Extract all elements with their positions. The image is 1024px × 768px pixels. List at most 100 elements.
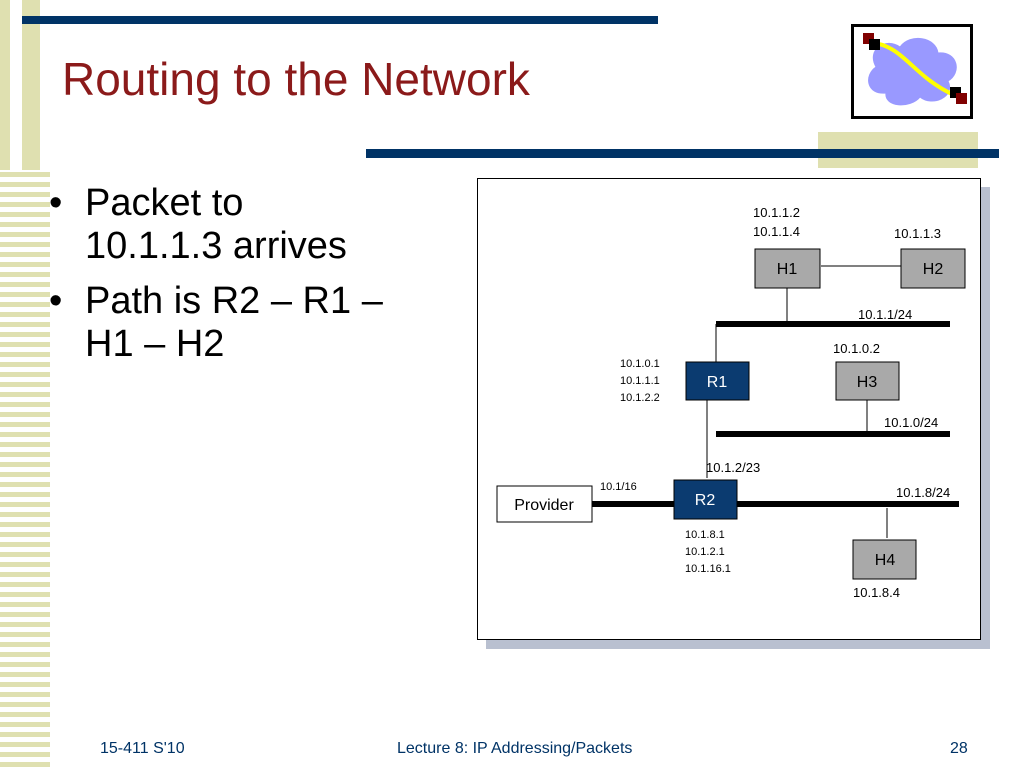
- stripe: [0, 442, 50, 447]
- stripe: [0, 292, 50, 297]
- stripe: [0, 702, 50, 707]
- host-h1-label: H1: [777, 261, 798, 278]
- host-h3: [835, 361, 900, 401]
- host-h4-label: H4: [875, 552, 896, 569]
- stripe: [0, 392, 50, 397]
- net-label-provider: 10.1/16: [600, 481, 637, 493]
- r2-address: 10.1.2.1: [685, 546, 725, 558]
- stripe: [0, 552, 50, 557]
- top-accent-bar: [22, 16, 658, 24]
- host-h3-label: H3: [857, 374, 878, 391]
- stripe: [0, 332, 50, 337]
- stripe: [0, 302, 50, 307]
- stripe: [0, 532, 50, 537]
- bullet-line: Path is R2 – R1 –: [85, 279, 383, 322]
- stripe: [0, 432, 50, 437]
- h1-address: 10.1.1.4: [753, 224, 800, 239]
- bullet-line: Packet to: [85, 182, 244, 224]
- stripe: [0, 472, 50, 477]
- stripe: [0, 602, 50, 607]
- stripe: [0, 242, 50, 247]
- router-r1-label: R1: [707, 374, 728, 391]
- stripe: [0, 692, 50, 697]
- stripe: [0, 592, 50, 597]
- stripe: [0, 722, 50, 727]
- stripe: [0, 622, 50, 627]
- bullet-glyph: •: [49, 182, 63, 224]
- stripe: [0, 632, 50, 637]
- provider-node: [496, 485, 593, 523]
- h1-address: 10.1.1.2: [753, 205, 800, 220]
- stripe: [0, 342, 50, 347]
- stripe: [0, 372, 50, 377]
- stripe: [22, 0, 40, 170]
- stripe: [0, 212, 50, 217]
- stripe: [0, 492, 50, 497]
- stripe: [0, 612, 50, 617]
- stripe: [0, 172, 50, 177]
- stripe: [0, 182, 50, 187]
- stripe: [0, 512, 50, 517]
- network-diagram: H1 H2 R1 H3 R2 Provider H4 10.1.1.2 10.1…: [477, 178, 981, 640]
- stripe: [0, 352, 50, 357]
- provider-label: Provider: [514, 497, 574, 514]
- router-r2-label: R2: [695, 492, 716, 509]
- mid-accent-bar: [366, 149, 999, 158]
- r2-address: 10.1.16.1: [685, 563, 731, 575]
- r1-address: 10.1.0.1: [620, 358, 660, 370]
- stripe: [0, 752, 50, 757]
- stripe: [0, 412, 50, 417]
- stripe: [0, 672, 50, 677]
- stripe: [0, 192, 50, 197]
- stripe: [0, 732, 50, 737]
- stripe: [0, 202, 50, 207]
- stripe: [0, 572, 50, 577]
- stripe: [0, 422, 50, 427]
- net-label-10-1-2: 10.1.2/23: [706, 460, 760, 475]
- stripe: [0, 282, 50, 287]
- router-r2: [673, 479, 738, 520]
- r1-address: 10.1.2.2: [620, 392, 660, 404]
- stripe: [0, 452, 50, 457]
- stripe: [0, 402, 50, 407]
- stripe: [0, 252, 50, 257]
- host-h1: [754, 248, 821, 289]
- stripe: [0, 312, 50, 317]
- stripe: [0, 522, 50, 527]
- stripe: [0, 502, 50, 507]
- footer-course: 15-411 S'10: [100, 740, 185, 757]
- footer-page-number: 28: [950, 740, 968, 757]
- host-h4: [852, 539, 917, 580]
- net-label-10-1-0: 10.1.0/24: [884, 415, 938, 430]
- bullet-item: • Packet to 10.1.1.3 arrives: [45, 182, 465, 268]
- decorative-stripes: [0, 0, 50, 768]
- stripe: [0, 382, 50, 387]
- bullet-line: 10.1.1.3 arrives: [85, 224, 347, 267]
- h2-address: 10.1.1.3: [894, 226, 941, 241]
- stripes-graphic: [0, 0, 50, 767]
- stripe: [0, 262, 50, 267]
- router-r1: [685, 361, 750, 401]
- stripe: [0, 562, 50, 567]
- stripe: [0, 482, 50, 487]
- stripe: [0, 742, 50, 747]
- r1-address: 10.1.1.1: [620, 375, 660, 387]
- stripe: [0, 362, 50, 367]
- stripe: [0, 222, 50, 227]
- stripe: [0, 542, 50, 547]
- net-label-10-1-1: 10.1.1/24: [858, 307, 912, 322]
- stripe: [0, 712, 50, 717]
- h3-address: 10.1.0.2: [833, 341, 880, 356]
- slide-title: Routing to the Network: [62, 53, 530, 105]
- stripe: [0, 0, 10, 170]
- host-h2-label: H2: [923, 261, 944, 278]
- stripe: [0, 682, 50, 687]
- network-cloud-icon: [863, 33, 967, 106]
- bullet-item: • Path is R2 – R1 – H1 – H2: [45, 280, 465, 366]
- course-logo: [851, 24, 973, 119]
- stripe: [0, 232, 50, 237]
- stripe: [0, 642, 50, 647]
- bullet-glyph: •: [49, 279, 63, 322]
- stripe: [0, 652, 50, 657]
- stripe: [0, 582, 50, 587]
